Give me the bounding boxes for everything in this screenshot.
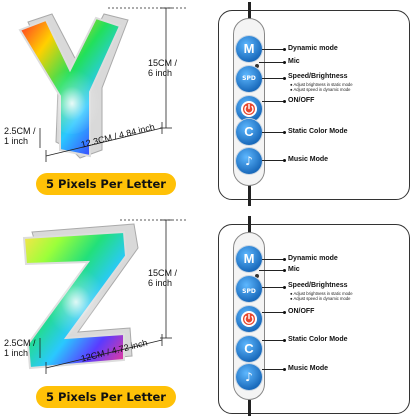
music-note-icon: ♪	[245, 370, 253, 384]
leader-dot	[283, 48, 286, 51]
music-note-icon: ♪	[245, 154, 253, 168]
static-color-button[interactable]: C	[236, 336, 262, 362]
leader-line	[262, 49, 284, 50]
height-dimension: 15CM / 6 inch	[148, 58, 178, 78]
leader-dot	[283, 258, 286, 261]
music-button[interactable]: ♪	[236, 364, 262, 390]
note-speed: ● Adjust speed in dynamic mode	[290, 87, 351, 92]
label-mic: Mic	[288, 58, 300, 65]
label-dynamic-mode: Dynamic mode	[288, 255, 338, 262]
brightness-icon: SPD	[242, 288, 256, 295]
leader-dot	[283, 286, 286, 289]
leader-dot	[283, 100, 286, 103]
leader-dot	[283, 368, 286, 371]
label-music-mode: Music Mode	[288, 365, 329, 372]
power-button[interactable]	[236, 306, 262, 332]
power-button[interactable]	[236, 96, 262, 122]
label-on-off: ON/OFF	[288, 308, 315, 315]
letter-y-image	[18, 7, 188, 162]
speed-brightness-button[interactable]: SPD	[236, 66, 262, 92]
height-dimension: 15CM / 6 inch	[148, 268, 178, 288]
cable	[248, 184, 251, 206]
pixels-badge: 5 Pixels Per Letter	[36, 173, 176, 195]
leader-dot	[283, 61, 286, 64]
leader-dot	[283, 131, 286, 134]
mode-button[interactable]: M	[236, 246, 262, 272]
note-brightness: ● Adjust brightness in static mode	[290, 82, 353, 87]
leader-line	[262, 78, 284, 79]
letter-z-panel: 15CM / 6 inch 2.5CM / 1 inch 12CM / 4.72…	[0, 208, 416, 416]
music-button[interactable]: ♪	[236, 148, 262, 174]
mic-hole	[255, 274, 259, 278]
label-music-mode: Music Mode	[288, 156, 329, 163]
leader-line	[259, 270, 284, 271]
static-color-button[interactable]: C	[236, 119, 262, 145]
leader-line	[262, 132, 284, 133]
label-on-off: ON/OFF	[288, 97, 315, 104]
cable	[248, 2, 251, 22]
cable	[248, 216, 251, 236]
leader-line	[262, 369, 284, 370]
letter-y-panel: 15CM / 6 inch 2.5CM / 1 inch 12.3CM / 4.…	[4, 2, 410, 206]
leader-line	[262, 340, 284, 341]
leader-line	[262, 312, 284, 313]
leader-dot	[283, 159, 286, 162]
pixels-badge: 5 Pixels Per Letter	[36, 386, 176, 408]
leader-dot	[283, 339, 286, 342]
depth-dimension: 2.5CM / 1 inch	[4, 338, 36, 358]
power-icon	[241, 101, 257, 117]
leader-line	[262, 101, 284, 102]
label-static-color: Static Color Mode	[288, 336, 348, 343]
label-speed-brightness: Speed/Brightness	[288, 73, 348, 80]
leader-line	[259, 62, 284, 63]
mode-button[interactable]: M	[236, 36, 262, 62]
depth-dimension: 2.5CM / 1 inch	[4, 126, 36, 146]
speed-brightness-button[interactable]: SPD	[236, 276, 262, 302]
cable	[248, 400, 251, 416]
label-static-color: Static Color Mode	[288, 128, 348, 135]
label-mic: Mic	[288, 266, 300, 273]
note-speed: ● Adjust speed in dynamic mode	[290, 296, 351, 301]
leader-dot	[283, 311, 286, 314]
mic-hole	[255, 64, 259, 68]
leader-line	[262, 259, 284, 260]
label-dynamic-mode: Dynamic mode	[288, 45, 338, 52]
leader-dot	[283, 269, 286, 272]
brightness-icon: SPD	[242, 75, 256, 82]
power-icon	[241, 311, 257, 327]
leader-line	[262, 287, 284, 288]
leader-line	[262, 160, 284, 161]
label-speed-brightness: Speed/Brightness	[288, 282, 348, 289]
leader-dot	[283, 77, 286, 80]
letter-z-image	[22, 219, 188, 374]
note-brightness: ● Adjust brightness in static mode	[290, 291, 353, 296]
